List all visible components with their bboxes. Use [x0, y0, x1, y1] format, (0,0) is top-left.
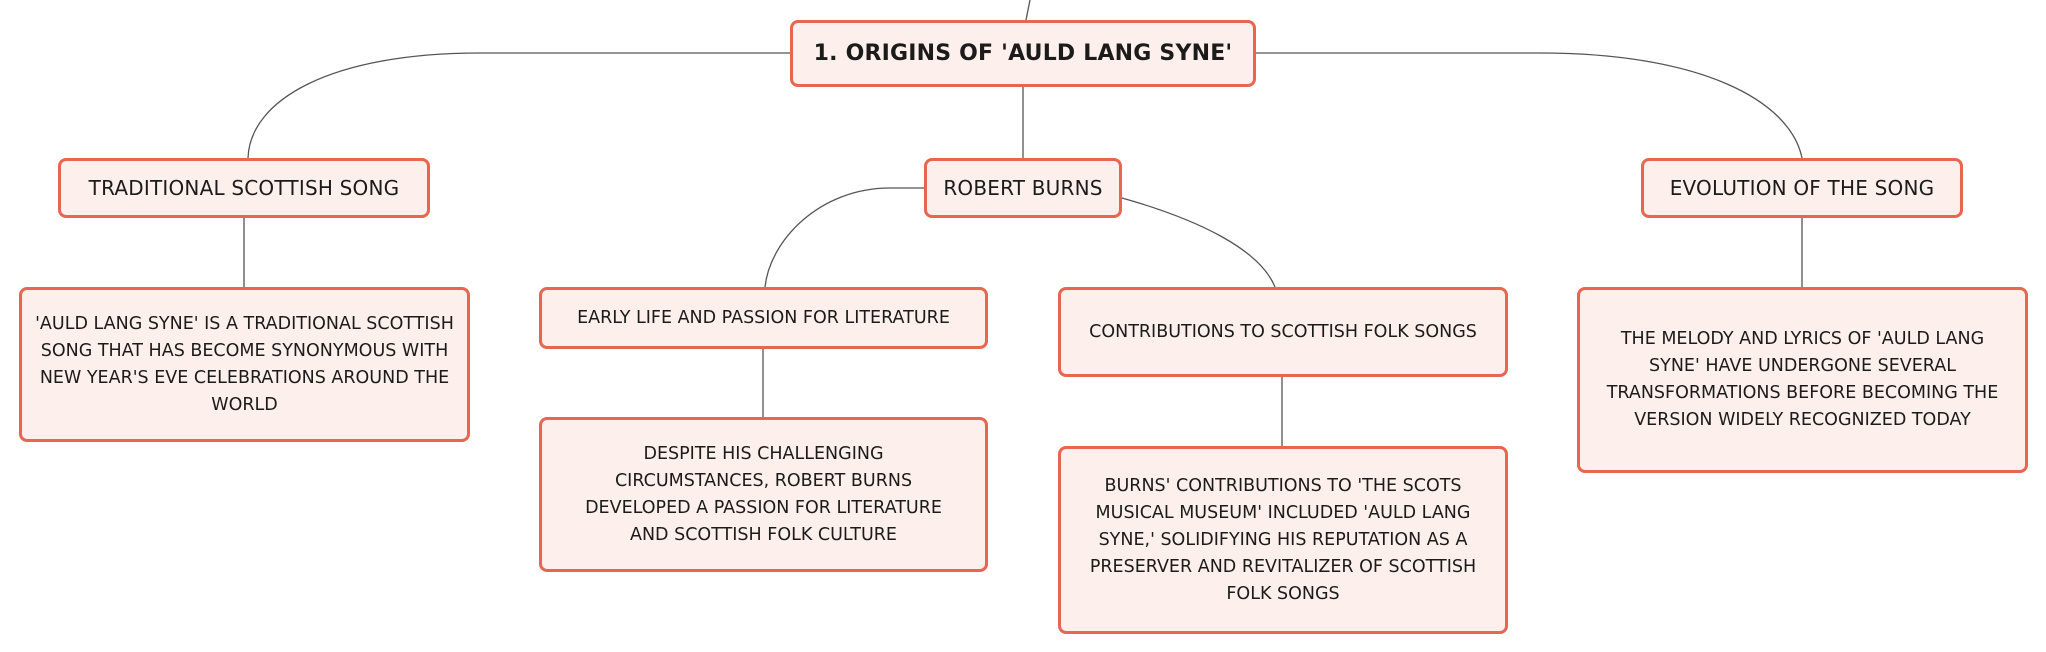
connector-parent-to-root [1025, 0, 1031, 21]
topic-label: EVOLUTION OF THE SONG [1669, 176, 1935, 200]
subtopic-contributions[interactable]: CONTRIBUTIONS TO SCOTTISH FOLK SONGS [1058, 287, 1508, 377]
subtopic-early-life-detail[interactable]: DESPITE HIS CHALLENGING CIRCUMSTANCES, R… [539, 417, 988, 572]
subtopic-traditional-detail[interactable]: 'AULD LANG SYNE' IS A TRADITIONAL SCOTTI… [19, 287, 470, 442]
topic-label: TRADITIONAL SCOTTISH SONG [88, 176, 400, 200]
connector-root-to-traditional [247, 52, 790, 159]
root-topic-label: 1. ORIGINS OF 'AULD LANG SYNE' [813, 41, 1233, 66]
subtopic-early-life[interactable]: EARLY LIFE AND PASSION FOR LITERATURE [539, 287, 988, 349]
topic-traditional-scottish-song[interactable]: TRADITIONAL SCOTTISH SONG [58, 158, 430, 218]
topic-evolution-of-the-song[interactable]: EVOLUTION OF THE SONG [1641, 158, 1963, 218]
subtopic-text: THE MELODY AND LYRICS OF 'AULD LANG SYNE… [1606, 329, 1999, 430]
root-topic-node[interactable]: 1. ORIGINS OF 'AULD LANG SYNE' [790, 20, 1256, 87]
subtopic-text: EARLY LIFE AND PASSION FOR LITERATURE [577, 307, 950, 328]
subtopic-text: 'AULD LANG SYNE' IS A TRADITIONAL SCOTTI… [35, 313, 454, 415]
subtopic-text: DESPITE HIS CHALLENGING CIRCUMSTANCES, R… [585, 443, 942, 545]
connector-root-to-evolution [1256, 52, 1803, 159]
topic-robert-burns[interactable]: ROBERT BURNS [924, 158, 1122, 218]
subtopic-evolution-detail[interactable]: THE MELODY AND LYRICS OF 'AULD LANG SYNE… [1577, 287, 2028, 473]
connector-burns-to-contributions [1121, 197, 1276, 288]
topic-label: ROBERT BURNS [943, 176, 1103, 200]
subtopic-contributions-detail[interactable]: BURNS' CONTRIBUTIONS TO 'THE SCOTS MUSIC… [1058, 446, 1508, 634]
subtopic-text: CONTRIBUTIONS TO SCOTTISH FOLK SONGS [1089, 321, 1477, 342]
subtopic-text: BURNS' CONTRIBUTIONS TO 'THE SCOTS MUSIC… [1089, 475, 1477, 604]
connector-burns-to-early-life [764, 187, 924, 288]
